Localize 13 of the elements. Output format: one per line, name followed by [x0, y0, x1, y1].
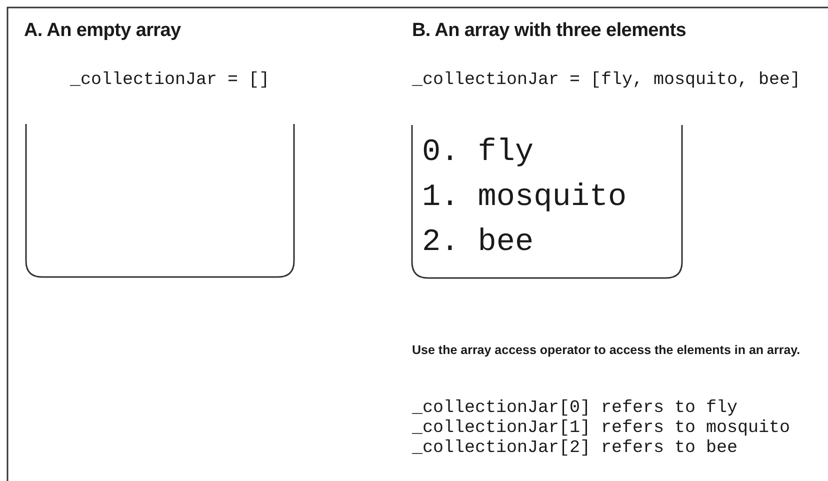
list-item: 0. fly — [422, 134, 534, 172]
code-line: _collectionJar = [fly, mosquito, bee] — [412, 70, 801, 90]
code-line: _collectionJar[2] refers to bee — [412, 438, 738, 458]
code-line: _collectionJar[1] refers to mosquito — [412, 418, 790, 438]
section-heading: A. An empty array — [24, 20, 181, 42]
note-text: Use the array access operator to access the elements in an array. — [412, 342, 802, 359]
section-heading: B. An array with three elements — [412, 20, 686, 42]
list-item: 1. mosquito — [422, 179, 627, 217]
open-jar-container — [412, 125, 682, 278]
open-jar-container — [26, 124, 294, 277]
list-item: 2. bee — [422, 224, 534, 262]
code-line: _collectionJar[0] refers to fly — [412, 398, 738, 418]
code-line: _collectionJar = [] — [70, 70, 270, 90]
